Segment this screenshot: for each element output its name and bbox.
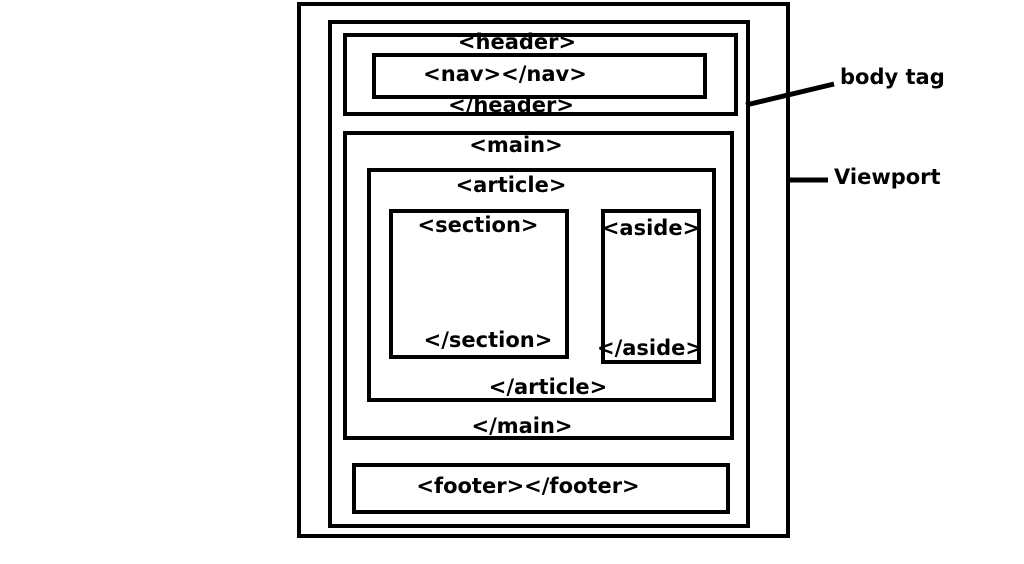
body-tag-callout: body tag — [840, 65, 945, 89]
body-tag-pointer-line — [745, 81, 835, 108]
nav-box — [372, 53, 707, 99]
viewport-callout: Viewport — [834, 165, 941, 189]
nav-label: <nav></nav> — [423, 62, 587, 86]
header-open-label: <header> — [457, 30, 577, 54]
aside-close-label: </aside> — [596, 336, 704, 360]
body-box — [328, 20, 750, 528]
aside-open-label: <aside> — [601, 216, 701, 240]
main-box — [343, 131, 734, 440]
main-close-label: </main> — [471, 414, 573, 438]
main-open-label: <main> — [469, 133, 563, 157]
footer-label: <footer></footer> — [416, 474, 640, 498]
article-open-label: <article> — [455, 173, 567, 197]
section-close-label: </section> — [423, 328, 553, 352]
article-box — [367, 168, 716, 402]
viewport-box — [297, 2, 790, 538]
aside-box — [601, 209, 701, 364]
header-close-label: </header> — [448, 93, 574, 117]
article-close-label: </article> — [488, 375, 608, 399]
header-box — [343, 33, 738, 116]
footer-box — [352, 463, 730, 514]
section-box — [389, 209, 569, 359]
section-open-label: <section> — [417, 213, 539, 237]
